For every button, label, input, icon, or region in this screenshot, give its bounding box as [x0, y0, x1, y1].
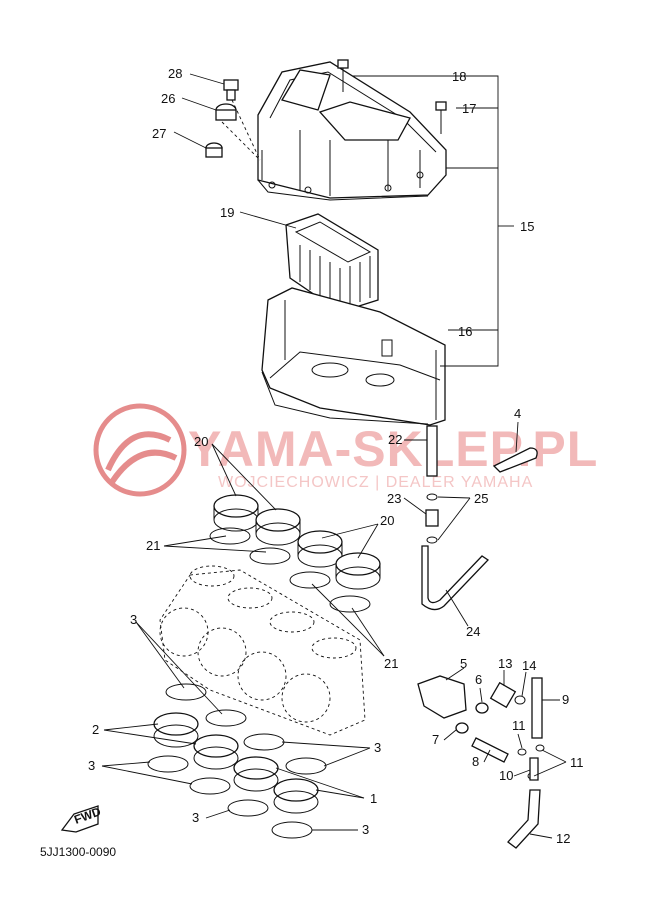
callout-3-left: 3 — [88, 758, 95, 773]
callout-4: 4 — [514, 406, 521, 421]
union-13 — [489, 681, 517, 709]
hose-9 — [531, 677, 543, 739]
valve-5 — [417, 675, 467, 719]
callout-5: 5 — [460, 656, 467, 671]
joint-10 — [529, 757, 539, 781]
joint-4 — [335, 552, 381, 590]
damper-26 — [215, 103, 237, 121]
callout-15: 15 — [520, 219, 534, 234]
watermark-brand: YAMA-SKLEP.PL — [188, 421, 598, 477]
callout-26: 26 — [161, 91, 175, 106]
callout-13: 13 — [498, 656, 512, 671]
screw-17 — [435, 101, 447, 134]
callout-21-left: 21 — [146, 538, 160, 553]
callout-9: 9 — [562, 692, 569, 707]
callout-labels: 28 26 27 18 17 15 19 16 4 20 22 23 25 20… — [88, 66, 584, 846]
air-case-lower — [261, 287, 446, 426]
callout-3-bottom-right: 3 — [362, 822, 369, 837]
callout-25: 25 — [474, 491, 488, 506]
callout-18: 18 — [452, 69, 466, 84]
watermark-logo — [93, 403, 187, 497]
joint-1 — [213, 494, 259, 532]
callout-23: 23 — [387, 491, 401, 506]
callout-6: 6 — [475, 672, 482, 687]
hose-12 — [507, 789, 541, 849]
air-filter-element — [285, 213, 379, 313]
callout-24: 24 — [466, 624, 480, 639]
leader-lines — [101, 73, 567, 839]
callout-3-bottom-left: 3 — [192, 810, 199, 825]
callout-16: 16 — [458, 324, 472, 339]
joint-set-2 — [153, 712, 319, 814]
callout-28: 28 — [168, 66, 182, 81]
callout-20-upper: 20 — [194, 434, 208, 449]
watermark-tagline: WOJCIECHOWICZ | DEALER YAMAHA — [218, 474, 533, 491]
callout-10: 10 — [499, 768, 513, 783]
screw-18 — [337, 59, 349, 92]
callout-11-right: 11 — [570, 755, 584, 770]
callout-2: 2 — [92, 722, 99, 737]
connector-7 — [455, 722, 469, 734]
callout-27: 27 — [152, 126, 166, 141]
callout-3-upper: 3 — [130, 612, 137, 627]
callout-22: 22 — [388, 432, 402, 447]
joint-set-20 — [213, 494, 381, 590]
collar-27 — [205, 142, 223, 158]
fwd-arrow-badge: FWD — [60, 804, 103, 833]
callout-19: 19 — [220, 205, 234, 220]
joint-2 — [255, 508, 301, 546]
callout-11-upper: 11 — [512, 718, 526, 733]
callout-14: 14 — [522, 658, 536, 673]
clip-25 — [426, 493, 438, 544]
band-set-21 — [209, 527, 371, 613]
diagram-code: 5JJ1300-0090 — [40, 845, 116, 859]
drain-plug-22 — [426, 425, 438, 477]
callout-21-right: 21 — [384, 656, 398, 671]
callout-1: 1 — [370, 791, 377, 806]
callout-8: 8 — [472, 754, 479, 769]
clip-14 — [514, 695, 526, 705]
air-case-cover — [257, 61, 447, 201]
joint-6 — [475, 702, 489, 714]
callout-3-right: 3 — [374, 740, 381, 755]
callout-20-right: 20 — [380, 513, 394, 528]
clamp-set-3 — [147, 683, 327, 839]
joint-3 — [297, 530, 343, 568]
carburetor-assembly-outline — [159, 565, 366, 736]
drain-hose-24 — [421, 545, 490, 611]
drain-plug-23 — [425, 509, 439, 527]
callout-7: 7 — [432, 732, 439, 747]
bolt-28 — [223, 79, 239, 101]
callout-12: 12 — [556, 831, 570, 846]
bracket-4 — [492, 447, 538, 473]
callout-17: 17 — [462, 101, 476, 116]
